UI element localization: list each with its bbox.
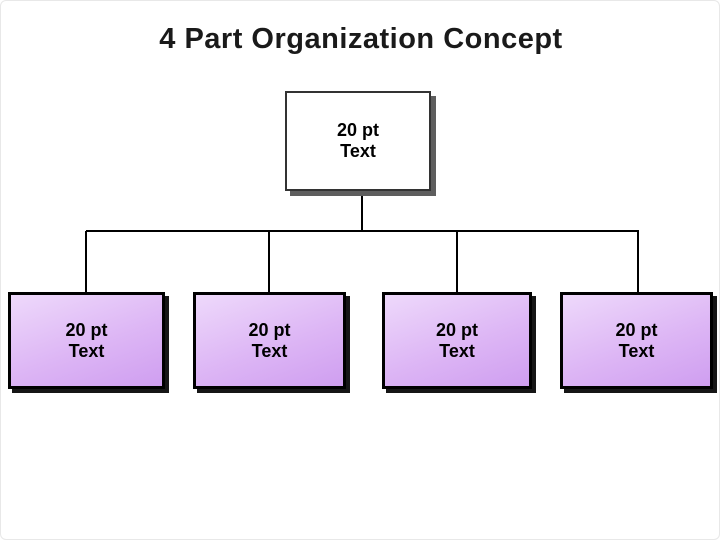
- root-node-label-line1: 20 pt: [336, 120, 379, 140]
- org-child-node-4[interactable]: 20 pt Text: [560, 292, 713, 389]
- slide-title: 4 Part Organization Concept: [159, 23, 563, 55]
- connector-root-stem: [361, 191, 363, 231]
- root-node-label-line2: Text: [340, 141, 376, 161]
- connector-drop-3: [456, 231, 458, 292]
- org-child-node-3[interactable]: 20 pt Text: [382, 292, 532, 389]
- org-child-node-1[interactable]: 20 pt Text: [8, 292, 165, 389]
- child-node-1-label-line2: Text: [68, 340, 105, 361]
- connector-drop-1: [85, 231, 87, 292]
- org-root-node[interactable]: 20 pt Text: [285, 91, 431, 191]
- org-child-node-2[interactable]: 20 pt Text: [193, 292, 346, 389]
- child-node-2-label-line1: 20 pt: [248, 319, 291, 340]
- connector-cross-bar: [86, 230, 639, 232]
- child-node-2-label-line2: Text: [251, 340, 288, 361]
- child-node-3-label-line2: Text: [439, 340, 475, 361]
- child-node-3-label-line1: 20 pt: [435, 319, 478, 340]
- child-node-4-label-line1: 20 pt: [615, 319, 658, 340]
- connector-drop-2: [268, 231, 270, 292]
- child-node-1-label-line1: 20 pt: [65, 319, 108, 340]
- connector-drop-4: [637, 231, 639, 292]
- child-node-4-label-line2: Text: [618, 340, 655, 361]
